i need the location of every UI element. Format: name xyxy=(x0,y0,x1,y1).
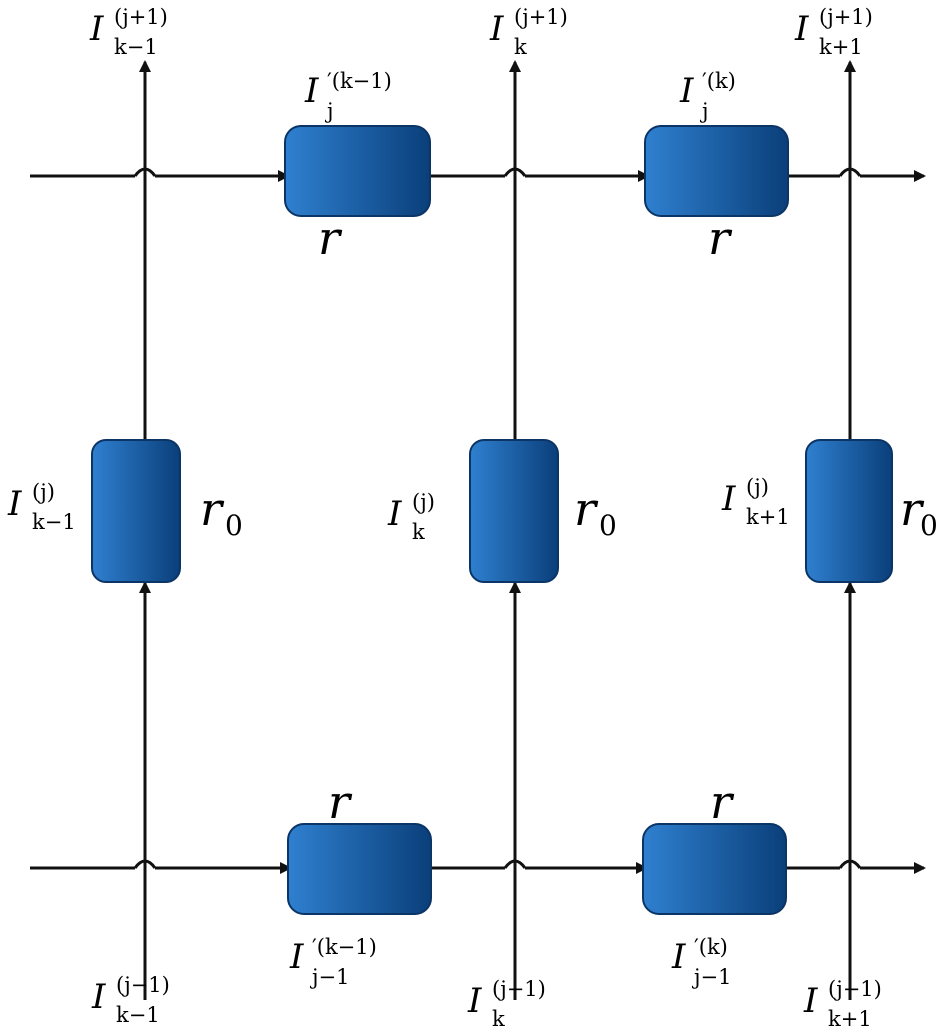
svg-text:I: I xyxy=(89,9,104,49)
svg-text:k: k xyxy=(492,1007,505,1031)
resistor-label-bottom-right: r xyxy=(710,775,735,829)
svg-text:k−1: k−1 xyxy=(32,510,76,534)
svg-text:I: I xyxy=(91,977,106,1017)
resistor-label-vertical-right: r 0 xyxy=(900,482,938,542)
current-label-h-top-right: I ′(k) j xyxy=(679,69,736,123)
resistor-vertical-right xyxy=(805,439,893,583)
current-label-top-left: I (j+1) k−1 xyxy=(89,5,168,59)
svg-text:(j+1): (j+1) xyxy=(819,5,873,29)
svg-text:(j+1): (j+1) xyxy=(114,5,168,29)
svg-text:(j): (j) xyxy=(746,475,769,499)
current-label-h-bottom-left: I ′(k−1) j−1 xyxy=(289,935,377,989)
svg-text:j−1: j−1 xyxy=(309,965,349,989)
svg-text:k: k xyxy=(514,35,527,59)
svg-text:k+1: k+1 xyxy=(746,505,790,529)
resistor-bottom-right xyxy=(642,823,787,915)
svg-text:I: I xyxy=(467,981,482,1021)
svg-text:j: j xyxy=(324,99,334,123)
current-label-bottom-right: I (j−1) k+1 xyxy=(803,977,882,1031)
resistor-label-vertical-middle: r 0 xyxy=(574,482,617,542)
svg-text:I: I xyxy=(721,479,736,519)
current-label-h-bottom-right: I ′(k) j−1 xyxy=(671,935,731,989)
resistor-bottom-left xyxy=(287,823,432,915)
resistor-vertical-middle xyxy=(469,439,559,583)
current-label-mid-right: I (j) k+1 xyxy=(721,475,790,529)
resistor-label-top-left: r xyxy=(318,211,343,265)
current-label-mid-left: I (j) k−1 xyxy=(7,480,76,534)
resistor-vertical-left xyxy=(91,439,181,583)
current-label-top-right: I (j+1) k+1 xyxy=(794,5,873,59)
svg-text:k−1: k−1 xyxy=(114,35,158,59)
svg-text:r: r xyxy=(900,482,925,536)
svg-text:k: k xyxy=(412,520,425,544)
svg-text:I: I xyxy=(7,484,22,524)
svg-text:(j−1): (j−1) xyxy=(828,977,882,1001)
resistor-top-right xyxy=(644,125,789,217)
svg-text:(j): (j) xyxy=(412,490,435,514)
svg-text:(j+1): (j+1) xyxy=(514,5,568,29)
svg-text:(j−1): (j−1) xyxy=(116,973,170,997)
svg-text:r: r xyxy=(200,482,225,536)
resistor-top-left xyxy=(284,125,431,217)
horizontal-wire-bottom xyxy=(30,859,926,874)
svg-text:0: 0 xyxy=(599,509,617,542)
resistor-label-vertical-left: r 0 xyxy=(200,482,243,542)
svg-text:j−1: j−1 xyxy=(691,965,731,989)
svg-text:k+1: k+1 xyxy=(819,35,863,59)
svg-text:0: 0 xyxy=(225,509,243,542)
svg-text:(j): (j) xyxy=(32,480,55,504)
svg-text:I: I xyxy=(489,9,504,49)
svg-text:I: I xyxy=(289,937,304,977)
svg-text:′(k−1): ′(k−1) xyxy=(312,935,377,959)
svg-text:′(k−1): ′(k−1) xyxy=(327,69,392,93)
svg-text:k+1: k+1 xyxy=(828,1007,872,1031)
current-label-bottom-left: I (j−1) k−1 xyxy=(91,973,170,1027)
resistor-label-top-right: r xyxy=(708,211,733,265)
svg-text:I: I xyxy=(671,937,686,977)
svg-text:0: 0 xyxy=(920,509,938,542)
svg-text:r: r xyxy=(574,482,599,536)
current-label-mid-middle: I (j) k xyxy=(387,490,435,544)
svg-text:I: I xyxy=(803,981,818,1021)
resistor-label-bottom-left: r xyxy=(328,775,353,829)
svg-text:j: j xyxy=(699,99,709,123)
svg-text:k−1: k−1 xyxy=(116,1003,160,1027)
svg-text:I: I xyxy=(304,71,319,111)
svg-text:I: I xyxy=(794,9,809,49)
svg-text:I: I xyxy=(387,494,402,534)
svg-text:′(k): ′(k) xyxy=(694,935,728,959)
current-label-h-top-left: I ′(k−1) j xyxy=(304,69,392,123)
svg-text:(j−1): (j−1) xyxy=(492,977,546,1001)
svg-text:′(k): ′(k) xyxy=(702,69,736,93)
current-label-top-middle: I (j+1) k xyxy=(489,5,568,59)
svg-text:I: I xyxy=(679,71,694,111)
current-label-bottom-middle: I (j−1) k xyxy=(467,977,546,1031)
horizontal-wire-top xyxy=(30,167,926,182)
